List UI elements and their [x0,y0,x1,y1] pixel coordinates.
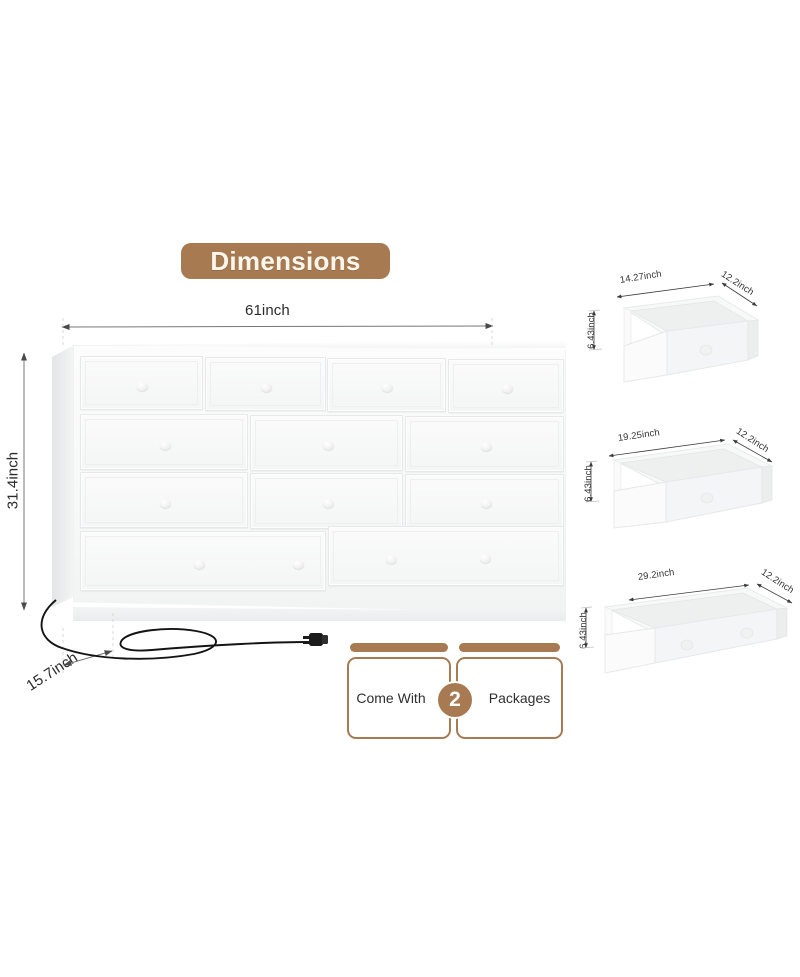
large-drawer-width-label: 29.2inch [637,566,676,583]
drawer-knob [323,499,334,508]
packages-right-bar [459,643,560,652]
packages-right-label: Packages [488,690,551,706]
page-title-label: Dimensions [210,245,361,276]
drawer-box-medium [600,440,775,540]
dresser-depth-label: 15.7inch [23,649,81,695]
dresser-top-edge [73,341,566,351]
drawer-knob [382,383,393,392]
drawer-knob [323,441,334,450]
drawer-knob [293,560,304,569]
medium-drawer-box-graphic [612,443,774,529]
drawer-face [80,472,248,528]
drawer-knob [261,383,272,392]
drawer-knob [137,382,148,391]
dresser-illustration [52,341,566,621]
packages-right-card: Packages [456,657,563,739]
packages-left-card: Come With [347,657,451,739]
drawer-knob [481,499,492,508]
drawer-knob [481,442,492,451]
large-drawer-height-label: 6.43inch [577,612,589,649]
drawer-face [80,414,248,470]
drawer-face [327,358,446,412]
small-drawer-height-label: 6.43inch [585,312,597,349]
power-plug-icon [303,633,328,646]
drawer-knob [194,560,205,569]
drawer-face [405,416,564,472]
packages-left-label: Come With [356,690,426,706]
drawer-face [80,356,203,410]
drawer-face [250,415,403,471]
drawer-box-small [600,290,760,390]
drawer-knob [160,441,171,450]
packages-banner: Come With Packages 2 [347,643,563,741]
small-drawer-box-graphic [622,295,760,383]
drawer-knob [160,499,171,508]
dresser-side-panel [52,345,74,607]
dresser-width-label: 61inch [245,302,290,319]
medium-drawer-height-label: 6.43inch [582,465,594,502]
width-dimension-arrow [61,323,494,330]
drawer-knob [502,384,513,393]
page-title: Dimensions [181,243,390,279]
packages-left-bar [350,643,448,652]
large-drawer-box-graphic [603,587,789,674]
drawer-face [250,473,403,529]
drawer-face [80,531,326,591]
dresser-height-label: 31.4inch [4,451,22,510]
drawer-knob [480,554,491,563]
drawer-face [205,357,326,411]
drawer-face [448,359,564,413]
drawer-box-large [595,585,790,690]
drawer-face [405,474,564,529]
drawer-knob [386,555,397,564]
small-drawer-width-label: 14.27inch [619,268,663,286]
drawer-face [328,526,564,586]
packages-count-badge: 2 [438,683,472,717]
